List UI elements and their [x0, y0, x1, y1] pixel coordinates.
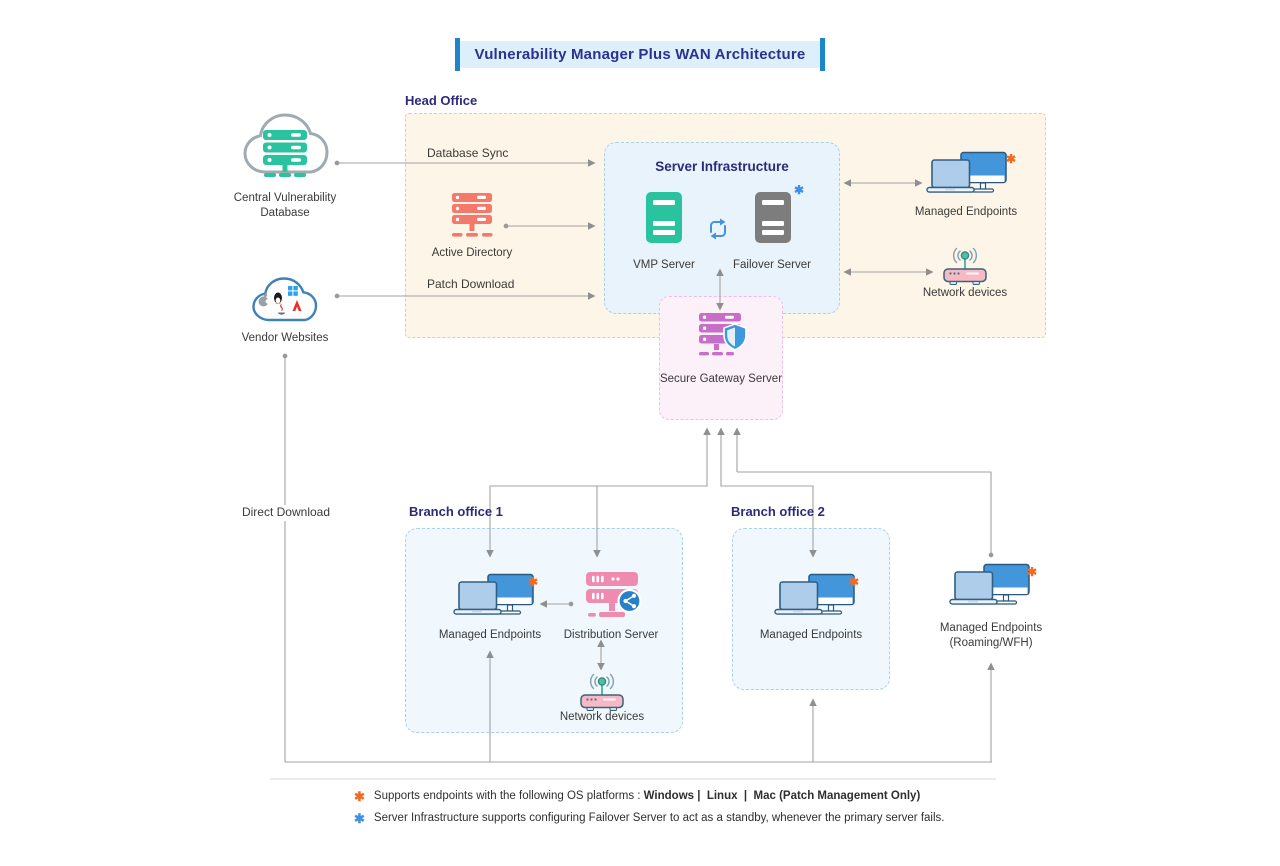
head-office-label: Head Office [405, 93, 478, 108]
wire-gateway-roaming [737, 471, 994, 558]
vendor-websites-label: Vendor Websites [241, 332, 329, 344]
failover-server-icon [754, 191, 792, 244]
patch-download-label: Patch Download [427, 277, 515, 291]
central-db-icon [239, 110, 331, 194]
branch-office-2-label: Branch office 2 [731, 504, 825, 519]
diagram-title-band: Vulnerability Manager Plus WAN Architect… [455, 38, 825, 71]
vmp-server-label: VMP Server [633, 259, 695, 271]
branch-office-1-label: Branch office 1 [409, 504, 503, 519]
windows-logo [288, 286, 298, 296]
orange-asterisk-icon: ✱ [354, 789, 365, 804]
network-devices-b1-icon [577, 668, 627, 712]
server-infrastructure-title: Server Infrastructure [655, 159, 789, 174]
endpoints-roaming-asterisk: ✱ [1027, 565, 1038, 579]
managed-endpoints-roaming-icon [948, 563, 1032, 607]
vendor-websites-icon [248, 275, 322, 329]
network-devices-head-icon [940, 242, 990, 286]
shield-icon [723, 323, 747, 351]
active-directory-label: Active Directory [431, 247, 513, 259]
managed-endpoints-head-icon [925, 151, 1009, 195]
direct-download-label: Direct Download [240, 505, 332, 521]
footnote-1-bold: Windows | Linux | Mac (Patch Management … [643, 790, 921, 802]
apple-logo [258, 293, 270, 307]
managed-endpoints-head-label: Managed Endpoints [914, 206, 1018, 218]
wire-direct-download [282, 353, 992, 763]
java-logo [278, 304, 285, 315]
managed-endpoints-b2-label: Managed Endpoints [759, 629, 863, 641]
endpoints-head-asterisk: ✱ [1006, 152, 1017, 166]
share-icon [617, 588, 642, 614]
endpoints-b2-asterisk: ✱ [849, 575, 860, 589]
diagram-title: Vulnerability Manager Plus WAN Architect… [474, 46, 806, 63]
failover-server-label: Failover Server [733, 259, 811, 271]
roaming-label-line1: Managed Endpoints [939, 622, 1043, 634]
database-sync-label: Database Sync [427, 146, 509, 160]
title-accent-bar-left [455, 38, 460, 71]
secure-gateway-label: Secure Gateway Server [659, 373, 783, 385]
title-accent-bar-right [820, 38, 825, 71]
secure-gateway-icon [699, 312, 749, 360]
wire-gateway-branch2 [717, 427, 817, 558]
failover-asterisk: ✱ [794, 183, 805, 197]
footnote-os-platforms: ✱ Supports endpoints with the following … [354, 789, 920, 806]
managed-endpoints-b2-icon [773, 573, 857, 617]
endpoints-b1-asterisk: ✱ [528, 575, 539, 589]
managed-endpoints-b1-icon [452, 573, 536, 617]
sync-icon [704, 216, 732, 242]
vmp-server-icon [645, 191, 683, 244]
roaming-label-line2: (Roaming/WFH) [949, 636, 1033, 649]
footnote-failover: ✱ Server Infrastructure supports configu… [354, 811, 945, 828]
adobe-logo [292, 300, 302, 311]
blue-asterisk-icon: ✱ [354, 811, 365, 826]
distribution-server-icon [583, 570, 643, 627]
footnote-1-normal: Supports endpoints with the following OS… [373, 790, 644, 802]
managed-endpoints-roaming-label: Managed Endpoints (Roaming/WFH) [930, 621, 1052, 651]
network-devices-b1-label: Network devices [559, 711, 645, 723]
managed-endpoints-b1-label: Managed Endpoints [438, 629, 542, 641]
linux-logo [274, 292, 282, 305]
active-directory-icon [452, 193, 494, 243]
distribution-server-label: Distribution Server [563, 629, 659, 641]
footnote-2-text: Server Infrastructure supports configuri… [373, 812, 945, 824]
branch-office-1-zone [405, 528, 683, 733]
central-db-label: Central Vulnerability Database [233, 192, 337, 219]
footnote-1-text: Supports endpoints with the following OS… [374, 790, 920, 802]
network-devices-head-label: Network devices [922, 287, 1008, 299]
wire-gateway-branch1-a [486, 427, 711, 558]
